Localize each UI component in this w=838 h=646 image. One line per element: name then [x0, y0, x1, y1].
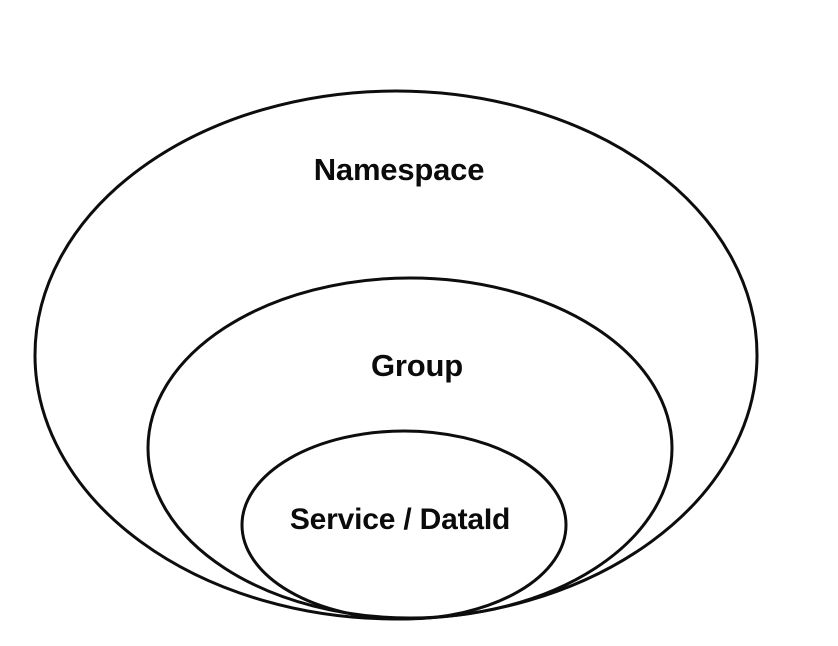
label-group: Group	[371, 348, 463, 383]
label-namespace: Namespace	[314, 152, 485, 187]
ellipse-service-dataid[interactable]	[240, 429, 568, 621]
label-service-dataid: Service / DataId	[290, 503, 510, 536]
